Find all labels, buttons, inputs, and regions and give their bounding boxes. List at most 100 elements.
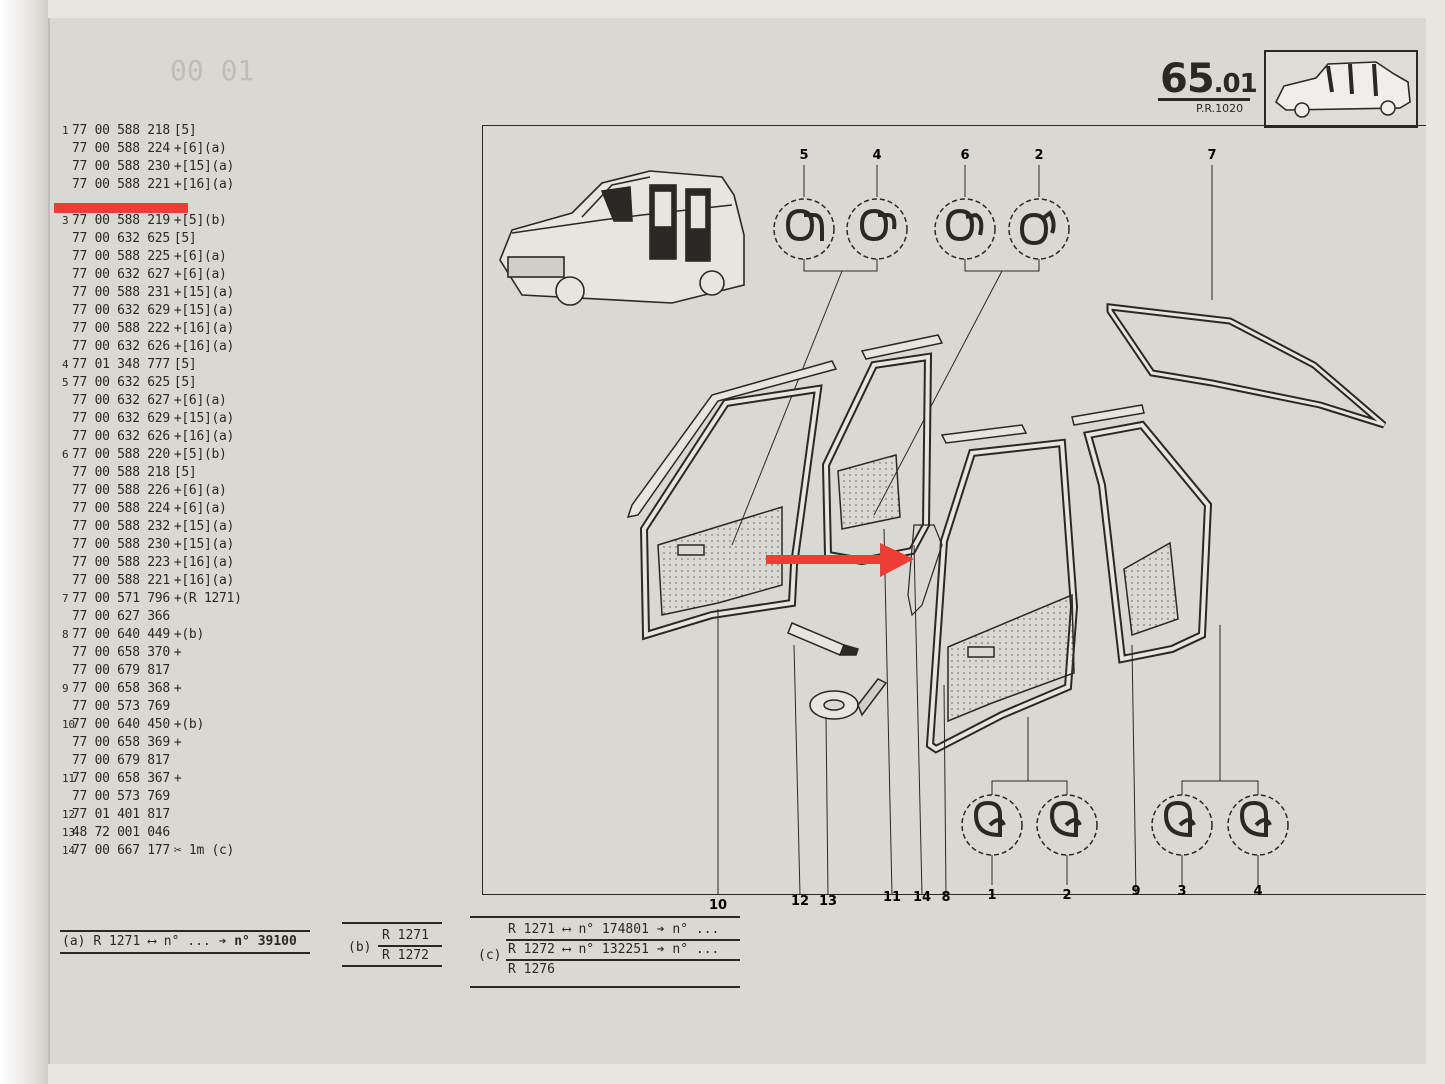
- footnote-c-label: (c): [478, 948, 502, 963]
- footnote-a: (a) R 1271 ⟷ n° ... ➔ n° 39100: [62, 934, 297, 949]
- part-note: [5]: [173, 375, 197, 390]
- part-row: 77 00 573 769: [62, 699, 174, 717]
- part-code: 77 00 588 220: [72, 447, 170, 462]
- part-row: 77 00 632 627+[6](a): [62, 267, 227, 285]
- part-row: 1277 01 401 817: [62, 807, 174, 825]
- car-illustration: [499, 170, 745, 306]
- sealant-tube: [787, 622, 859, 656]
- part-code: 77 00 588 223: [72, 555, 170, 570]
- part-note: +: [173, 771, 182, 786]
- door-trim-panels: [657, 454, 1179, 723]
- part-note: +[15](a): [173, 159, 235, 174]
- part-note: +[15](a): [173, 519, 235, 534]
- part-note: +[15](a): [173, 285, 235, 300]
- part-note: +(R 1271): [173, 591, 242, 606]
- part-note: +[6](a): [173, 249, 227, 264]
- part-code: 77 01 401 817: [72, 807, 170, 822]
- part-code: 77 00 632 626: [72, 339, 170, 354]
- callout-number: 10: [709, 898, 727, 913]
- part-row: 77 00 588 218[5]: [62, 465, 197, 483]
- footnote-c-row: R 1272 ⟷ n° 132251 ➔ n° ...: [508, 942, 720, 957]
- part-note: +(b): [173, 717, 204, 732]
- part-code: 77 00 640 449: [72, 627, 170, 642]
- part-code: 77 00 588 221: [72, 177, 170, 192]
- part-row: 77 00 588 224+[6](a): [62, 501, 227, 519]
- part-ref-number: 10: [62, 718, 75, 731]
- part-note: +[15](a): [173, 537, 235, 552]
- red-annotation-arrow: [766, 543, 914, 577]
- part-code: 77 00 632 627: [72, 267, 170, 282]
- part-code: 48 72 001 046: [72, 825, 170, 840]
- part-row: 77 00 632 629+[15](a): [62, 303, 234, 321]
- part-row: 77 00 658 370+: [62, 645, 182, 663]
- part-note: +(b): [173, 627, 204, 642]
- part-note: +[6](a): [173, 141, 227, 156]
- part-ref-number: 8: [62, 628, 69, 641]
- part-code: 77 00 588 219: [72, 213, 170, 228]
- part-note: +[16](a): [173, 177, 235, 192]
- part-note: +[16](a): [173, 555, 235, 570]
- part-code: 77 00 632 625: [72, 375, 170, 390]
- part-ref-number: 6: [62, 448, 69, 461]
- part-row: 77 00 573 769: [62, 789, 174, 807]
- part-code: 77 00 588 230: [72, 537, 170, 552]
- callout-number: 2: [1034, 148, 1043, 163]
- part-note: +[6](a): [173, 267, 227, 282]
- part-code: 77 00 632 627: [72, 393, 170, 408]
- part-ref-number: 5: [62, 376, 69, 389]
- part-code: 77 00 679 817: [72, 663, 170, 678]
- part-note: +[6](a): [173, 501, 227, 516]
- part-ref-number: 11: [62, 772, 75, 785]
- footnote-b-line1: R 1271: [382, 928, 429, 943]
- part-ref-number: 1: [62, 124, 69, 137]
- highlight-underline: [54, 203, 188, 213]
- part-code: 77 01 348 777: [72, 357, 170, 372]
- part-code: 77 00 667 177: [72, 843, 170, 858]
- callout-number: 13: [819, 894, 837, 909]
- part-code: 77 00 588 224: [72, 501, 170, 516]
- part-row: 77 00 627 366: [62, 609, 174, 627]
- seal-profiles-top: [731, 165, 1213, 546]
- part-note: +: [173, 735, 182, 750]
- callout-number: 2: [1062, 888, 1071, 903]
- part-code: 77 00 632 625: [72, 231, 170, 246]
- footnote-b-rule-bottom: [342, 965, 442, 967]
- part-code: 77 00 640 450: [72, 717, 170, 732]
- binding-shadow: [0, 0, 48, 1084]
- footnote-b-label: (b): [348, 940, 372, 955]
- bleed-through-mark: 00 01: [170, 54, 255, 87]
- callout-number: 11: [883, 890, 901, 905]
- part-row: 77 00 588 223+[16](a): [62, 555, 234, 573]
- part-row: 77 00 588 222+[16](a): [62, 321, 234, 339]
- part-row: 1077 00 640 450+(b): [62, 717, 204, 735]
- part-row: 77 00 632 626+[16](a): [62, 429, 234, 447]
- part-row: 77 00 632 626+[16](a): [62, 339, 234, 357]
- part-note: +[16](a): [173, 573, 235, 588]
- part-note: +[6](a): [173, 393, 227, 408]
- part-ref-number: 14: [62, 844, 75, 857]
- footnote-b-line2: R 1272: [382, 948, 429, 963]
- part-row: 77 00 588 231+[15](a): [62, 285, 234, 303]
- part-row: 1177 00 658 367+: [62, 771, 182, 789]
- part-row: 77 00 679 817: [62, 663, 174, 681]
- callout-number: 12: [791, 894, 809, 909]
- part-code: 77 00 588 221: [72, 573, 170, 588]
- diagram-frame: [482, 125, 1426, 895]
- part-note: +[16](a): [173, 321, 235, 336]
- part-code: 77 00 588 226: [72, 483, 170, 498]
- callout-number: 6: [960, 148, 969, 163]
- part-code: 77 00 632 629: [72, 303, 170, 318]
- footnote-a-rule-top: [60, 930, 310, 932]
- part-code: 77 00 588 218: [72, 123, 170, 138]
- part-row: 77 00 588 232+[15](a): [62, 519, 234, 537]
- section-number: 65.01: [1160, 56, 1258, 102]
- part-code: 77 00 658 368: [72, 681, 170, 696]
- part-row: 77 00 588 224+[6](a): [62, 141, 227, 159]
- part-ref-number: 4: [62, 358, 69, 371]
- footnote-b-rule-mid: [378, 945, 442, 947]
